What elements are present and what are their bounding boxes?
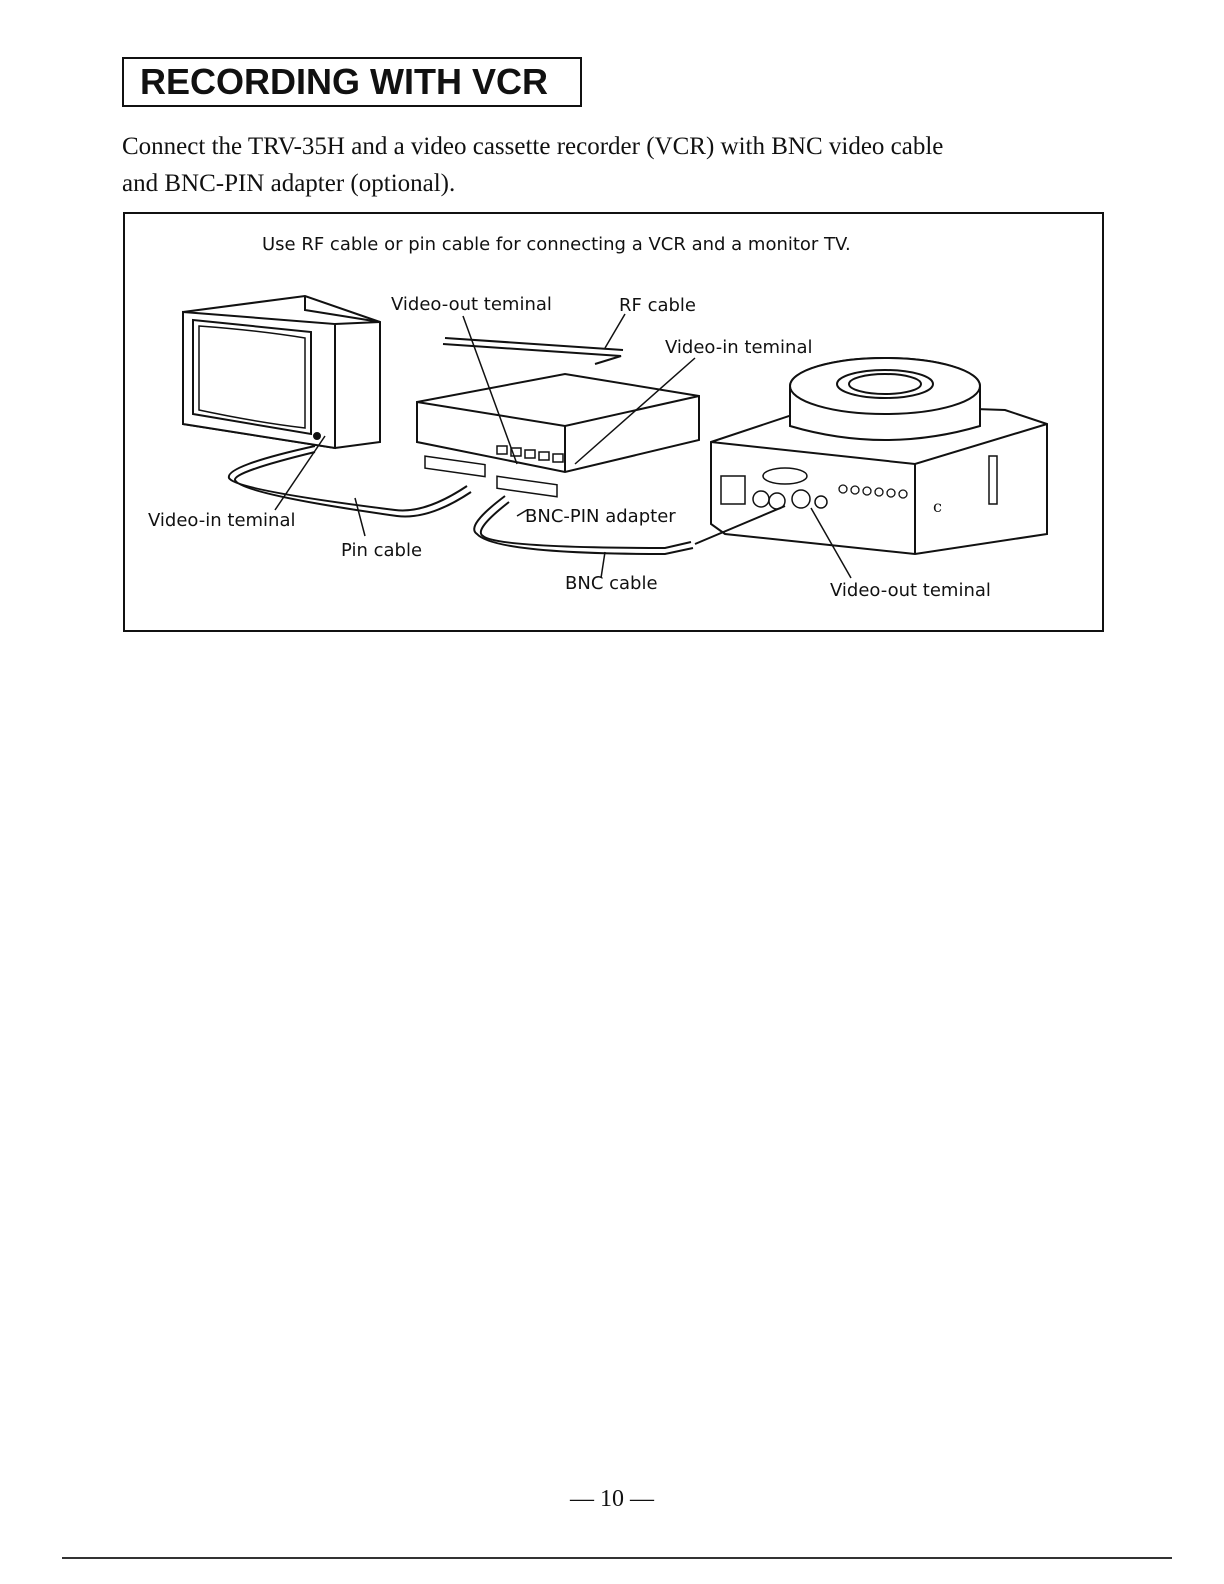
title-box: RECORDING WITH VCR [122,57,582,107]
connection-illustration: c [182,294,1048,579]
label-bnc-cable: BNC cable [565,573,658,594]
figure-caption: Use RF cable or pin cable for connecting… [262,234,851,255]
label-rf-cable: RF cable [619,295,697,316]
leader-lines [274,313,852,579]
label-pin-cable: Pin cable [341,540,423,561]
monitor-tv-drawing [182,294,381,450]
connection-diagram: c Use RF cable or pin cable for [123,212,1104,632]
footer-rule [62,1557,1172,1559]
label-tv-video-in: Video-in teminal [148,510,296,531]
trv-35h-drawing: c [710,357,1048,556]
svg-text:c: c [933,497,942,516]
intro-line-1: Connect the TRV-35H and a video cassette… [122,133,944,160]
cables [227,337,786,556]
intro-line-2: and BNC-PIN adapter (optional). [122,170,456,197]
label-vcr-video-in: Video-in teminal [665,337,813,358]
label-bnc-pin-adapter: BNC-PIN adapter [525,506,676,527]
label-trv-video-out: Video-out teminal [830,580,991,601]
page-title: RECORDING WITH VCR [140,61,548,102]
vcr-drawing [416,372,700,498]
intro-paragraph: Connect the TRV-35H and a video cassette… [122,128,1122,202]
page-number: — 10 — [570,1486,654,1512]
label-vcr-video-out: Video-out teminal [391,294,552,315]
